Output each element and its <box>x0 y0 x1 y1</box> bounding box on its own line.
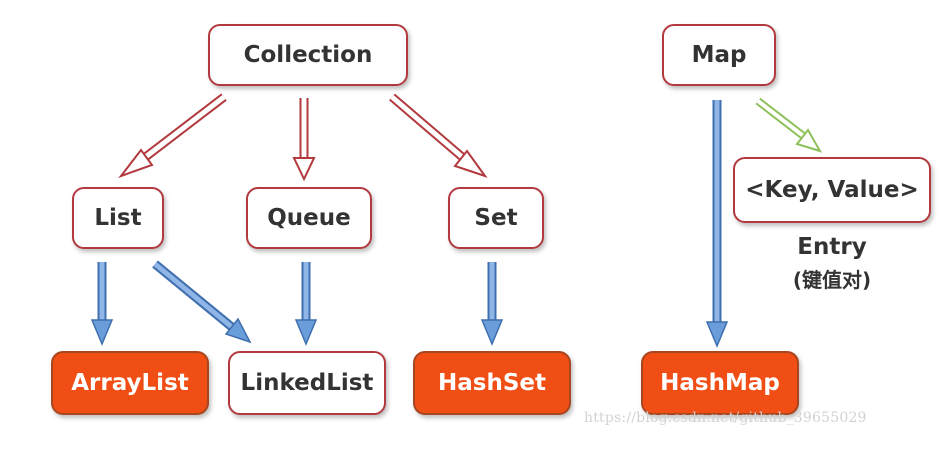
arrow-collection-to-set <box>389 93 488 178</box>
node-map: Map <box>662 24 776 86</box>
node-queue: Queue <box>246 187 372 249</box>
node-hashset-label: HashSet <box>438 370 546 396</box>
node-key-value: <Key, Value> <box>733 157 931 223</box>
node-list-label: List <box>94 205 142 231</box>
arrow-map-to-hashmap <box>705 100 729 348</box>
node-hashmap: HashMap <box>641 351 799 415</box>
node-key-value-label: <Key, Value> <box>745 177 919 203</box>
arrow-list-to-linkedlist <box>152 260 252 344</box>
node-set: Set <box>448 187 544 249</box>
entry-sublabel: (键值对) <box>792 268 872 292</box>
node-collection: Collection <box>208 24 408 86</box>
node-collection-label: Collection <box>243 42 373 68</box>
node-queue-label: Queue <box>267 205 351 231</box>
node-set-label: Set <box>474 205 518 231</box>
watermark: https://blog.csdn.net/github_39655029 <box>584 410 867 426</box>
node-map-label: Map <box>691 42 747 68</box>
arrow-queue-to-linkedlist <box>294 262 318 346</box>
node-hashset: HashSet <box>413 351 571 415</box>
arrow-list-to-arraylist <box>90 262 114 346</box>
node-hashmap-label: HashMap <box>660 370 780 396</box>
arrow-collection-to-list <box>118 93 227 179</box>
arrow-map-to-entry <box>755 97 823 153</box>
node-list: List <box>72 187 164 249</box>
entry-label: Entry <box>797 234 867 260</box>
node-arraylist-label: ArrayList <box>71 370 189 396</box>
node-linkedlist: LinkedList <box>228 351 386 415</box>
arrow-collection-to-queue <box>292 98 316 182</box>
arrow-set-to-hashset <box>480 262 504 346</box>
node-linkedlist-label: LinkedList <box>240 370 374 396</box>
node-arraylist: ArrayList <box>51 351 209 415</box>
